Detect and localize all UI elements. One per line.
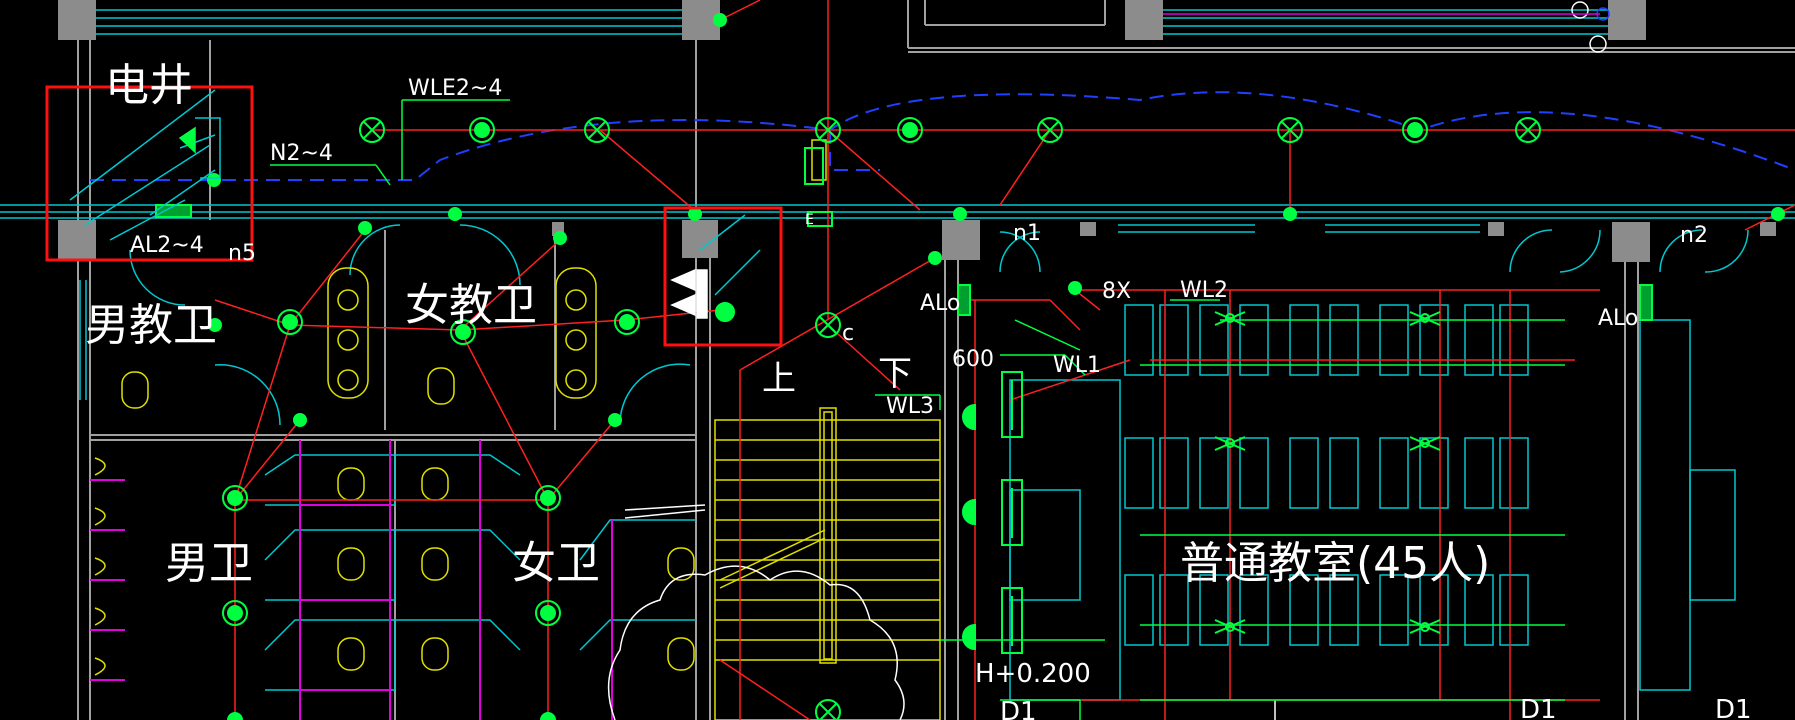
label-n2b: n2 [1680, 223, 1708, 248]
room-label-male-staff-wc: 男教卫 [85, 300, 217, 351]
toilet-partitions [90, 440, 613, 720]
label-wl3: WL3 [886, 394, 934, 419]
room-label-classroom: 普通教室(45人) [1180, 538, 1490, 589]
label-al0-right: ALo [1598, 306, 1638, 331]
wall-light-icon [962, 498, 976, 526]
label-al2: AL2~4 [130, 233, 204, 258]
ceiling-light-icon [614, 309, 640, 335]
ceiling-light-icon [584, 117, 610, 143]
ceiling-light-icon [450, 319, 476, 345]
selection-box-electric-shaft [45, 85, 254, 262]
label-height: H+0.200 [975, 659, 1091, 689]
label-n1: n1 [1013, 221, 1041, 246]
ceiling-light-icon [1037, 117, 1063, 143]
ceiling-light-icon [1402, 117, 1428, 143]
label-n5: n5 [228, 241, 256, 266]
fan-icon [1409, 436, 1441, 451]
ceiling-light-icon [227, 712, 243, 720]
selection-box-stair-panel [663, 206, 783, 347]
fan-icon [1409, 311, 1441, 326]
ceiling-light-icon [359, 117, 385, 143]
label-e: E [805, 212, 814, 228]
label-wle: WLE2~4 [408, 76, 502, 101]
ceiling-light-icon [222, 600, 248, 626]
ceiling-light-icon [469, 117, 495, 143]
label-d1-left: D1 [1000, 697, 1037, 720]
ceiling-light-icon [815, 312, 841, 338]
structural-columns [58, 0, 1776, 262]
wall-light-icon [962, 403, 976, 431]
wall-lights [155, 147, 1653, 654]
ceiling-light-icon [897, 117, 923, 143]
label-al0-left: ALo [920, 291, 960, 316]
electric-shaft-equipment [69, 89, 761, 319]
label-d1-far: D1 [1715, 695, 1752, 720]
room-label-female-wc: 女卫 [512, 538, 600, 589]
fan-icon [1409, 619, 1441, 634]
label-c: c [842, 321, 854, 346]
ceiling-light-icon [277, 309, 303, 335]
room-label-male-wc: 男卫 [165, 538, 253, 589]
fan-icon [1214, 619, 1246, 634]
ceiling-light-icon [815, 117, 841, 143]
label-n2: N2~4 [270, 141, 333, 166]
ceiling-lights [359, 117, 1541, 720]
landscape-outline [607, 504, 1276, 720]
label-wl1: WL1 [1053, 353, 1101, 378]
fan-icon [1214, 436, 1246, 451]
top-right-symbols [1163, 1, 1610, 53]
label-lamps: 600 [952, 347, 994, 372]
label-wl2: WL2 [1180, 278, 1228, 303]
walls [77, 0, 1795, 720]
ceiling-light-icon [222, 485, 248, 511]
ceiling-light-icon [815, 699, 841, 720]
room-label-female-staff-wc: 女教卫 [405, 280, 537, 331]
fan-icon [1214, 311, 1246, 326]
wall-light-icon [962, 623, 976, 651]
ceiling-light-icon [1515, 117, 1541, 143]
room-label-electric-shaft: 电井 [105, 60, 193, 111]
ceiling-light-icon [540, 712, 556, 720]
emergency-circuit [90, 91, 1795, 181]
label-8x: 8X [1102, 279, 1131, 304]
selection-boxes[interactable] [45, 85, 783, 347]
label-d1-right: D1 [1520, 695, 1557, 720]
ceiling-light-icon [535, 485, 561, 511]
stair-label-up: 上 [762, 359, 796, 399]
stair-label-down: 下 [878, 354, 912, 394]
circuit-labels: WLE2~4 N2~4 AL2~4 n5 n1 n2 WL1 WL2 WL3 A… [130, 76, 1752, 720]
ceiling-light-icon [535, 600, 561, 626]
room-labels: 电井 男教卫 女教卫 男卫 女卫 普通教室(45人) 上 下 [85, 60, 1490, 589]
ceiling-light-icon [1277, 117, 1303, 143]
